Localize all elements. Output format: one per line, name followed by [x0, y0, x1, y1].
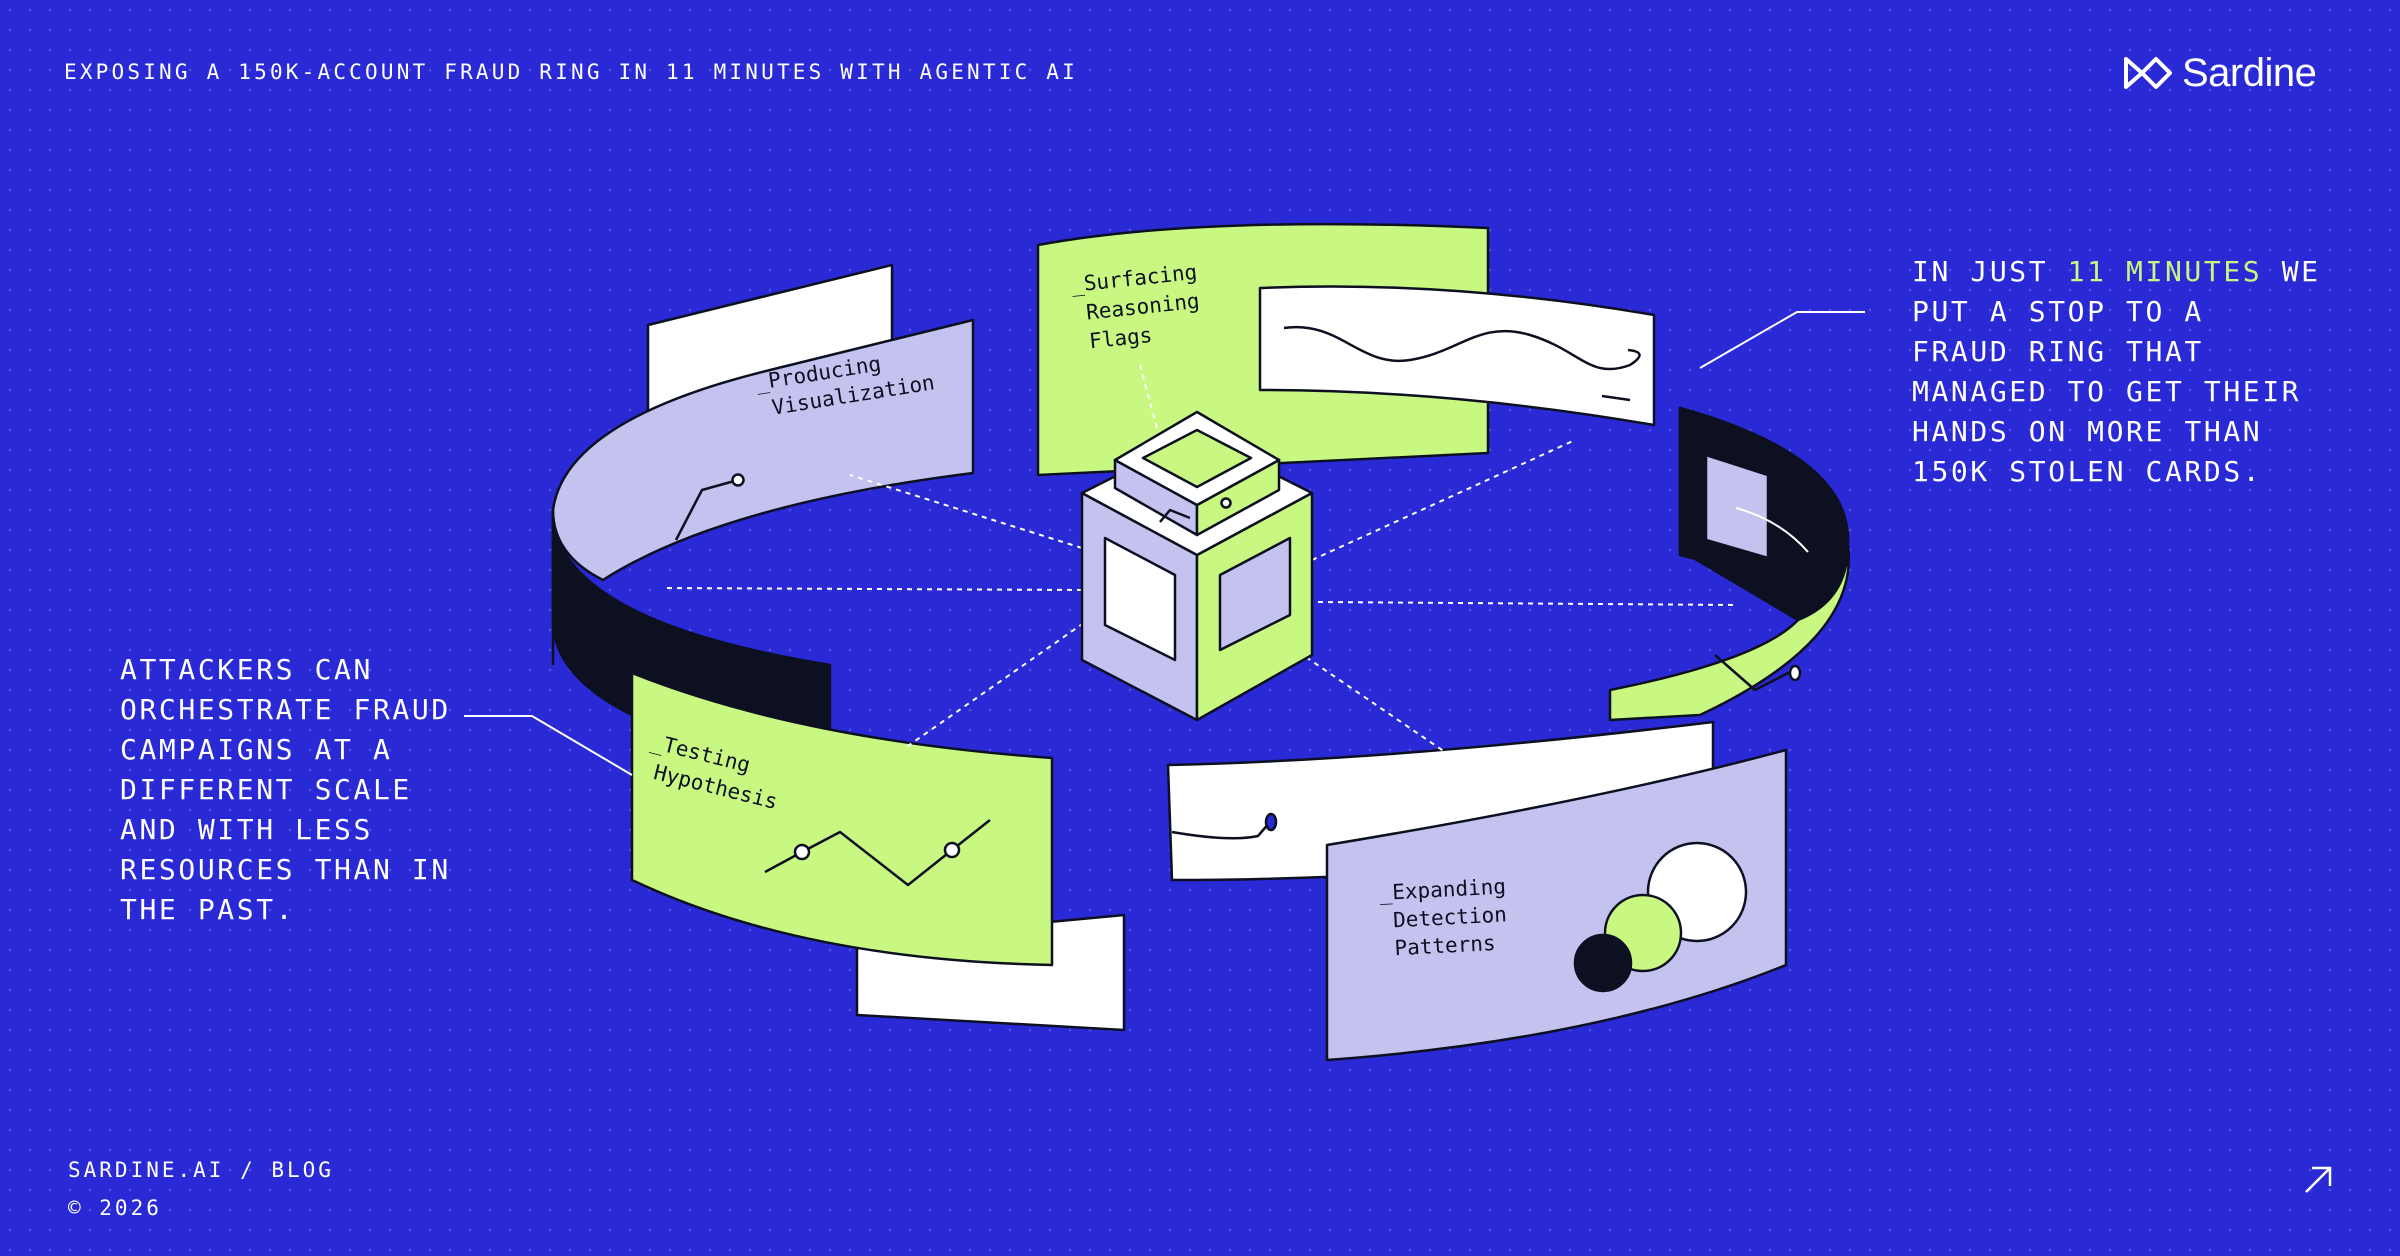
- chart-node: [731, 473, 745, 487]
- panel-producing-visualization: [551, 318, 975, 582]
- right-callout-suffix: WE PUT A STOP TO A FRAUD RING THAT MANAG…: [1912, 255, 2321, 488]
- panel-testing-hypothesis: [630, 671, 1054, 967]
- label-surfacing: _Surfacing Reasoning Flags: [1070, 259, 1217, 355]
- right-callout-text: IN JUST 11 MINUTES WE PUT A STOP TO A FR…: [1912, 252, 2332, 492]
- sardine-logo-icon: [2124, 57, 2172, 89]
- chart-node: [943, 841, 961, 859]
- right-callout-highlight: 11 MINUTES: [2067, 255, 2263, 288]
- venn-circle-dark: [1573, 933, 1633, 993]
- chart-node: [793, 843, 811, 861]
- left-callout-text: ATTACKERS CAN ORCHESTRATE FRAUD CAMPAIGN…: [120, 653, 451, 926]
- arrow-up-right-icon[interactable]: [2300, 1162, 2336, 1198]
- brand-logo[interactable]: Sardine: [2122, 48, 2317, 98]
- page-title: EXPOSING A 150K-ACCOUNT FRAUD RING IN 11…: [64, 60, 1078, 84]
- central-agent-cube: [1080, 410, 1314, 722]
- footer-copyright: © 2026: [68, 1196, 162, 1220]
- footer-blog-link[interactable]: SARDINE.AI / BLOG: [68, 1158, 334, 1182]
- brand-name: Sardine: [2182, 50, 2317, 95]
- right-callout-prefix: IN JUST: [1912, 255, 2068, 288]
- label-expanding: _Expanding Detection Patterns: [1379, 874, 1522, 961]
- wave-line: [1283, 325, 1641, 371]
- callout-lines: [464, 311, 1865, 776]
- chart-node: [1264, 812, 1278, 832]
- chart-node: [1788, 664, 1802, 682]
- panel-right-inset: [1704, 453, 1770, 560]
- ring-segment-right-lime: [1608, 543, 1851, 722]
- panel-expanding-detection-patterns: [1325, 748, 1788, 1062]
- panel-wave-signal: [1258, 285, 1656, 427]
